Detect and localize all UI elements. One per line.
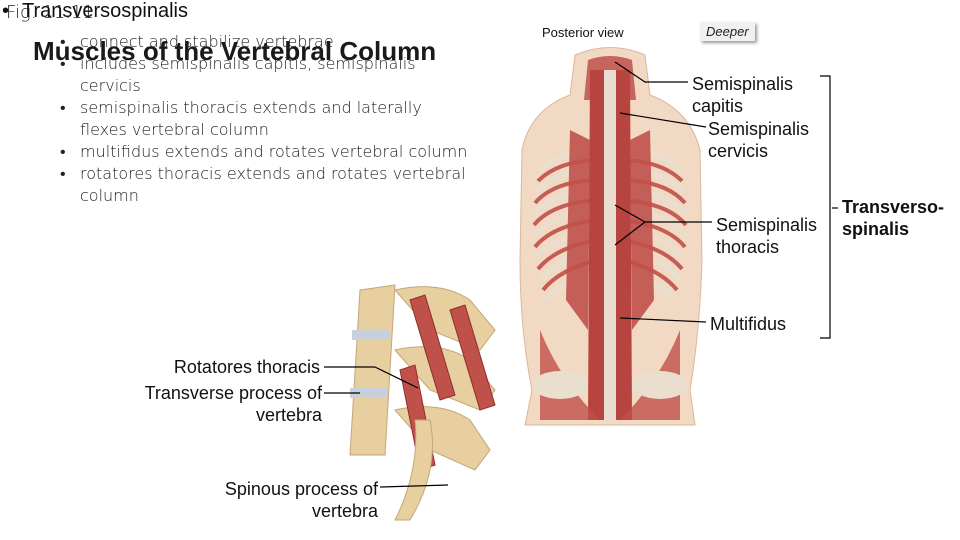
label-rotatores-thoracis: Rotatores thoracis <box>173 357 320 377</box>
back-muscles-illustration <box>519 47 703 426</box>
sub-bullet: connect and stabilize vertebrae <box>22 31 470 53</box>
posterior-view-caption: Posterior view <box>542 25 624 40</box>
leader-rotatores-b <box>374 366 419 389</box>
leader-thoracis-b <box>614 221 646 246</box>
sub-bullet-list: connect and stabilize vertebrae includes… <box>22 31 470 207</box>
bullet-list: Transversospinalis connect and stabilize… <box>0 0 470 207</box>
label-semispinalis-cervicis: Semispinalis cervicis <box>708 119 810 161</box>
group-bracket <box>820 75 831 339</box>
sub-bullet: semispinalis thoracis extends and latera… <box>22 97 470 141</box>
vertebra-detail-illustration <box>349 284 496 521</box>
leader-spinous <box>379 484 449 488</box>
label-multifidus: Multifidus <box>710 314 787 334</box>
deeper-tag: Deeper <box>700 22 755 41</box>
label-semispinalis-capitis: Semispinalis capitis <box>692 74 794 116</box>
leader-multifidus <box>619 317 707 323</box>
sub-bullet: rotatores thoracis extends and rotates v… <box>22 163 470 207</box>
sub-bullet: includes semispinalis capitis, semispina… <box>22 53 470 97</box>
main-bullet: Transversospinalis connect and stabilize… <box>0 0 470 207</box>
leader-thoracis-a <box>614 204 646 223</box>
leader-capitis <box>614 61 688 83</box>
label-semispinalis-thoracis: Semispinalis thoracis <box>716 215 818 257</box>
main-bullet-text: Transversospinalis <box>22 0 188 22</box>
sub-bullet: multifidus extends and rotates vertebral… <box>22 141 470 163</box>
label-transverse-process: Transverse process of vertebra <box>144 383 322 425</box>
label-spinous-process: Spinous process of vertebra <box>224 479 378 521</box>
leader-cervicis <box>619 112 707 128</box>
label-transversospinalis-group: Transverso- spinalis <box>842 197 945 239</box>
